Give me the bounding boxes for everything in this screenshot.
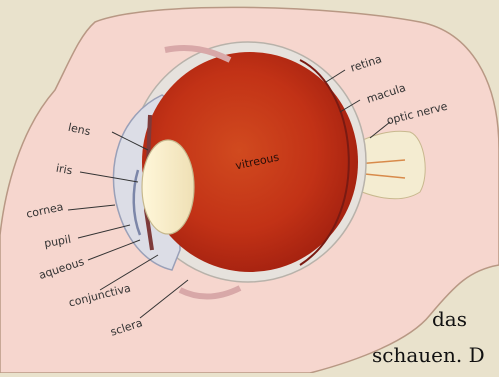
page-text-line-2: schauen. D: [372, 345, 485, 365]
lens-shape: [142, 140, 194, 234]
page-text-line-1: das: [432, 309, 467, 329]
label-iris: iris: [55, 163, 73, 177]
